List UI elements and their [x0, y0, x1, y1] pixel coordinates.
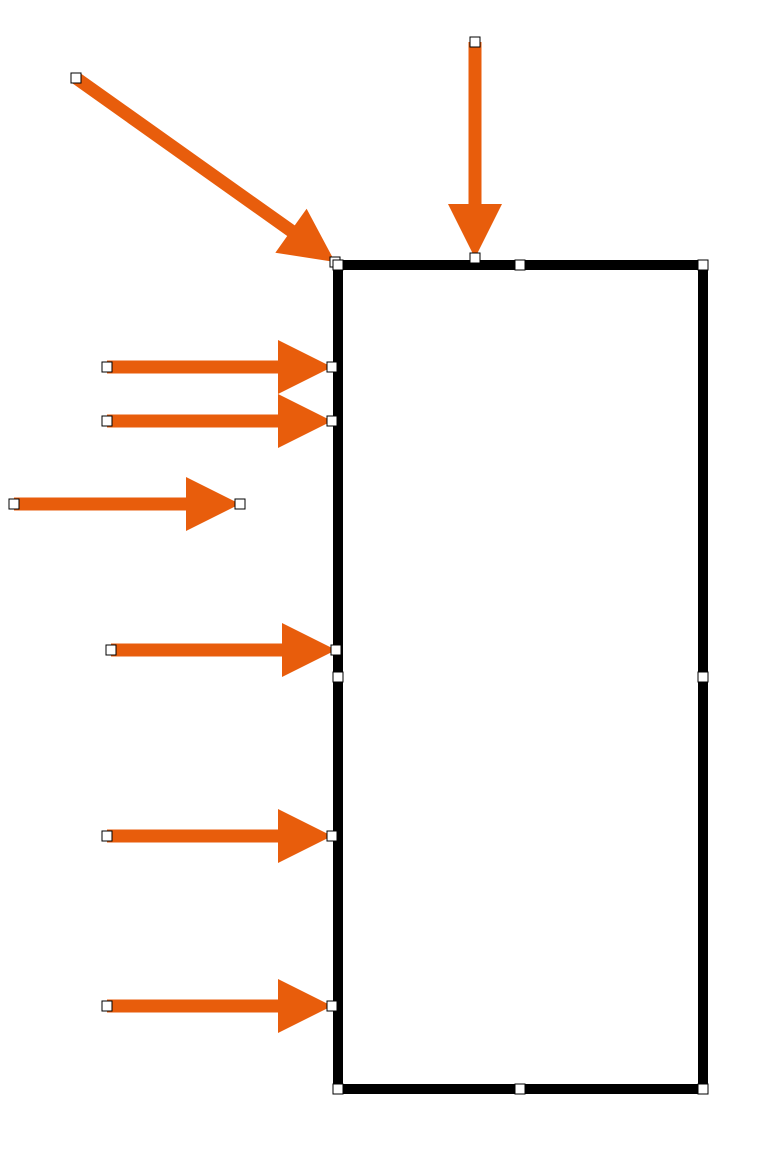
resize-handle[interactable]	[697, 259, 709, 271]
arrow-3[interactable]	[107, 340, 332, 394]
arrow-1[interactable]	[72, 72, 336, 262]
resize-handle[interactable]	[234, 498, 246, 510]
resize-handle[interactable]	[105, 644, 117, 656]
resize-handle[interactable]	[697, 1083, 709, 1095]
resize-handle[interactable]	[101, 1000, 113, 1012]
resize-handle[interactable]	[101, 361, 113, 373]
resize-handle[interactable]	[332, 671, 344, 683]
arrow-6[interactable]	[111, 623, 336, 677]
resize-handle[interactable]	[697, 671, 709, 683]
arrows-group	[14, 42, 502, 1033]
arrow-2[interactable]	[448, 42, 502, 258]
resize-handle[interactable]	[330, 644, 342, 656]
resize-handle[interactable]	[70, 72, 82, 84]
arrow-8[interactable]	[107, 979, 332, 1033]
resize-handle[interactable]	[101, 415, 113, 427]
resize-handle[interactable]	[514, 259, 526, 271]
resize-handle[interactable]	[332, 1083, 344, 1095]
resize-handle[interactable]	[469, 36, 481, 48]
resize-handle[interactable]	[326, 415, 338, 427]
resize-handle[interactable]	[326, 830, 338, 842]
arrow-7[interactable]	[107, 809, 332, 863]
rectangle-frame[interactable]	[333, 260, 708, 1094]
resize-handle[interactable]	[326, 1000, 338, 1012]
resize-handle[interactable]	[332, 259, 344, 271]
resize-handle[interactable]	[514, 1083, 526, 1095]
resize-handle[interactable]	[326, 361, 338, 373]
resize-handle[interactable]	[8, 498, 20, 510]
resize-handle[interactable]	[469, 252, 481, 264]
arrow-4[interactable]	[107, 394, 332, 448]
handles-group	[8, 36, 709, 1095]
resize-handle[interactable]	[101, 830, 113, 842]
arrow-5[interactable]	[14, 477, 240, 531]
